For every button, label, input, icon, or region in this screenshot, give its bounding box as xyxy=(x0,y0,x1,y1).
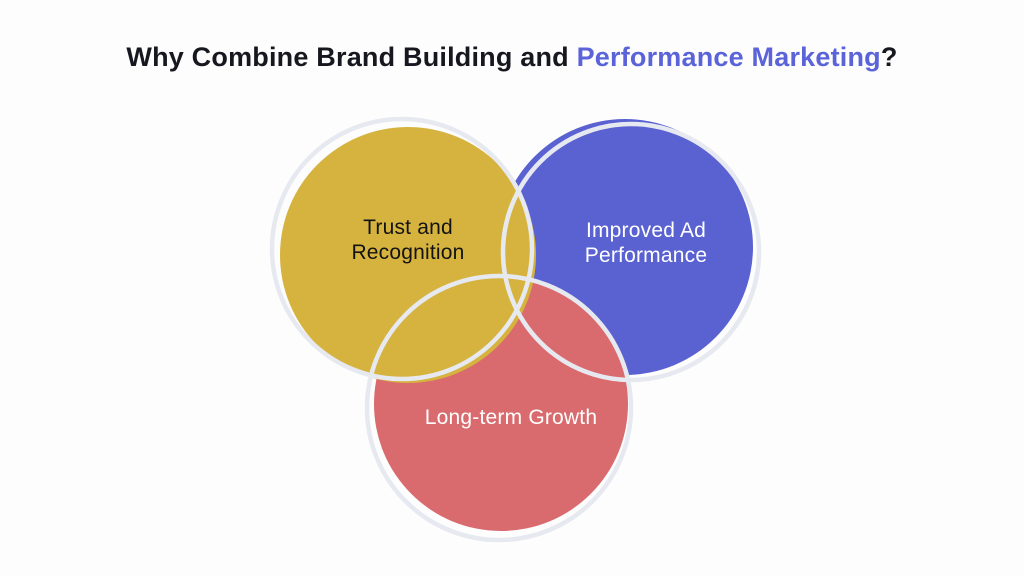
title-suffix: ? xyxy=(880,42,898,72)
outline-ring-trust xyxy=(269,116,535,382)
page-title: Why Combine Brand Building and Performan… xyxy=(0,42,1024,73)
circle-trust-and-recognition xyxy=(280,127,536,383)
title-prefix: Why Combine Brand Building and xyxy=(126,42,577,72)
title-highlight: Performance Marketing xyxy=(576,42,881,72)
outline-ring-ad-performance xyxy=(500,121,762,383)
outline-ring-growth xyxy=(364,273,634,543)
